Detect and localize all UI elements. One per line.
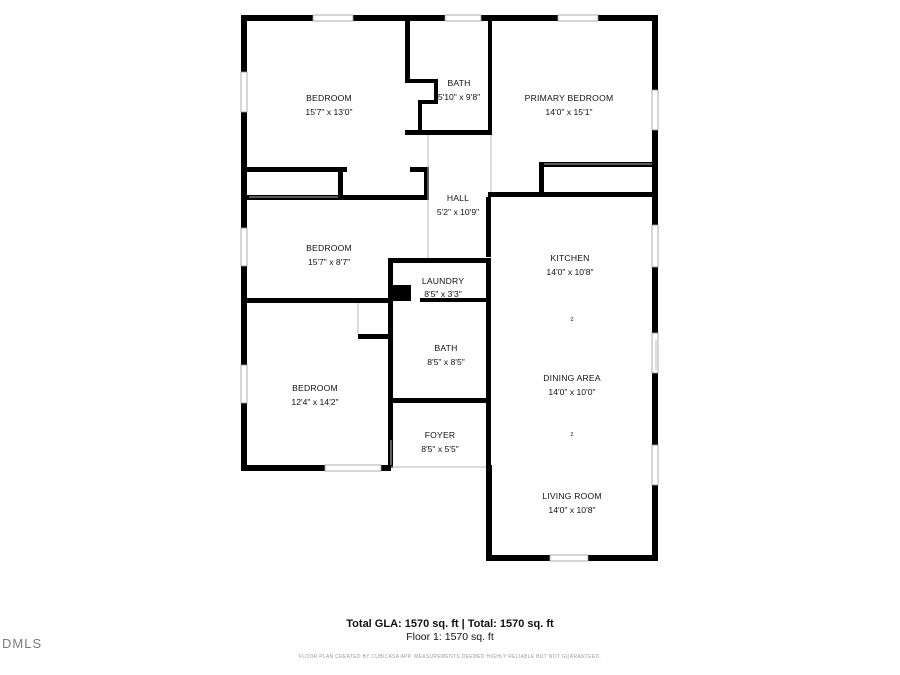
disclaimer: FLOOR PLAN CREATED BY CUBICASA APP. MEAS…: [298, 654, 602, 660]
room-dimensions: 5'2" x 10'9": [437, 207, 479, 217]
room-dimensions: 8'5" x 8'5": [427, 357, 465, 367]
room-name: LIVING ROOM: [542, 491, 602, 501]
room-dimensions: 12'4" x 14'2": [291, 397, 338, 407]
floor-area: Floor 1: 1570 sq. ft: [406, 631, 494, 643]
room-dimensions: 14'0" x 10'8": [548, 505, 595, 515]
room-dimensions: 14'0" x 10'8": [546, 267, 593, 277]
room-name: FOYER: [425, 430, 456, 440]
dmls-logo: DMLS: [2, 636, 43, 651]
room-name: PRIMARY BEDROOM: [525, 93, 614, 103]
room-dimensions: 14'0" x 15'1": [545, 107, 592, 117]
room-name: DINING AREA: [543, 373, 601, 383]
svg-text:z: z: [571, 432, 574, 438]
door-openings: [249, 135, 657, 468]
room-name: BATH: [447, 78, 470, 88]
room-dimensions: 15'7" x 13'0": [305, 107, 352, 117]
room-dimensions: 8'5" x 3'3": [424, 289, 462, 299]
room-dimensions: 8'5" x 5'5": [421, 444, 459, 454]
room-name: BEDROOM: [306, 243, 352, 253]
room-dimensions: 15'7" x 8'7": [308, 257, 350, 267]
room-labels: BEDROOM 15'7" x 13'0" BATH 5'10" x 9'8" …: [291, 78, 613, 515]
room-name: LAUNDRY: [422, 276, 464, 286]
svg-text:z: z: [571, 317, 574, 323]
room-dimensions: 5'10" x 9'8": [438, 92, 480, 102]
room-name: BEDROOM: [292, 383, 338, 393]
total-area: Total GLA: 1570 sq. ft | Total: 1570 sq.…: [346, 618, 554, 630]
windows: [240, 14, 659, 562]
room-name: KITCHEN: [550, 253, 589, 263]
room-dimensions: 14'0" x 10'0": [548, 387, 595, 397]
room-name: BATH: [434, 343, 457, 353]
marker-icons: z z: [571, 317, 574, 438]
room-name: BEDROOM: [306, 93, 352, 103]
room-name: HALL: [447, 193, 469, 203]
